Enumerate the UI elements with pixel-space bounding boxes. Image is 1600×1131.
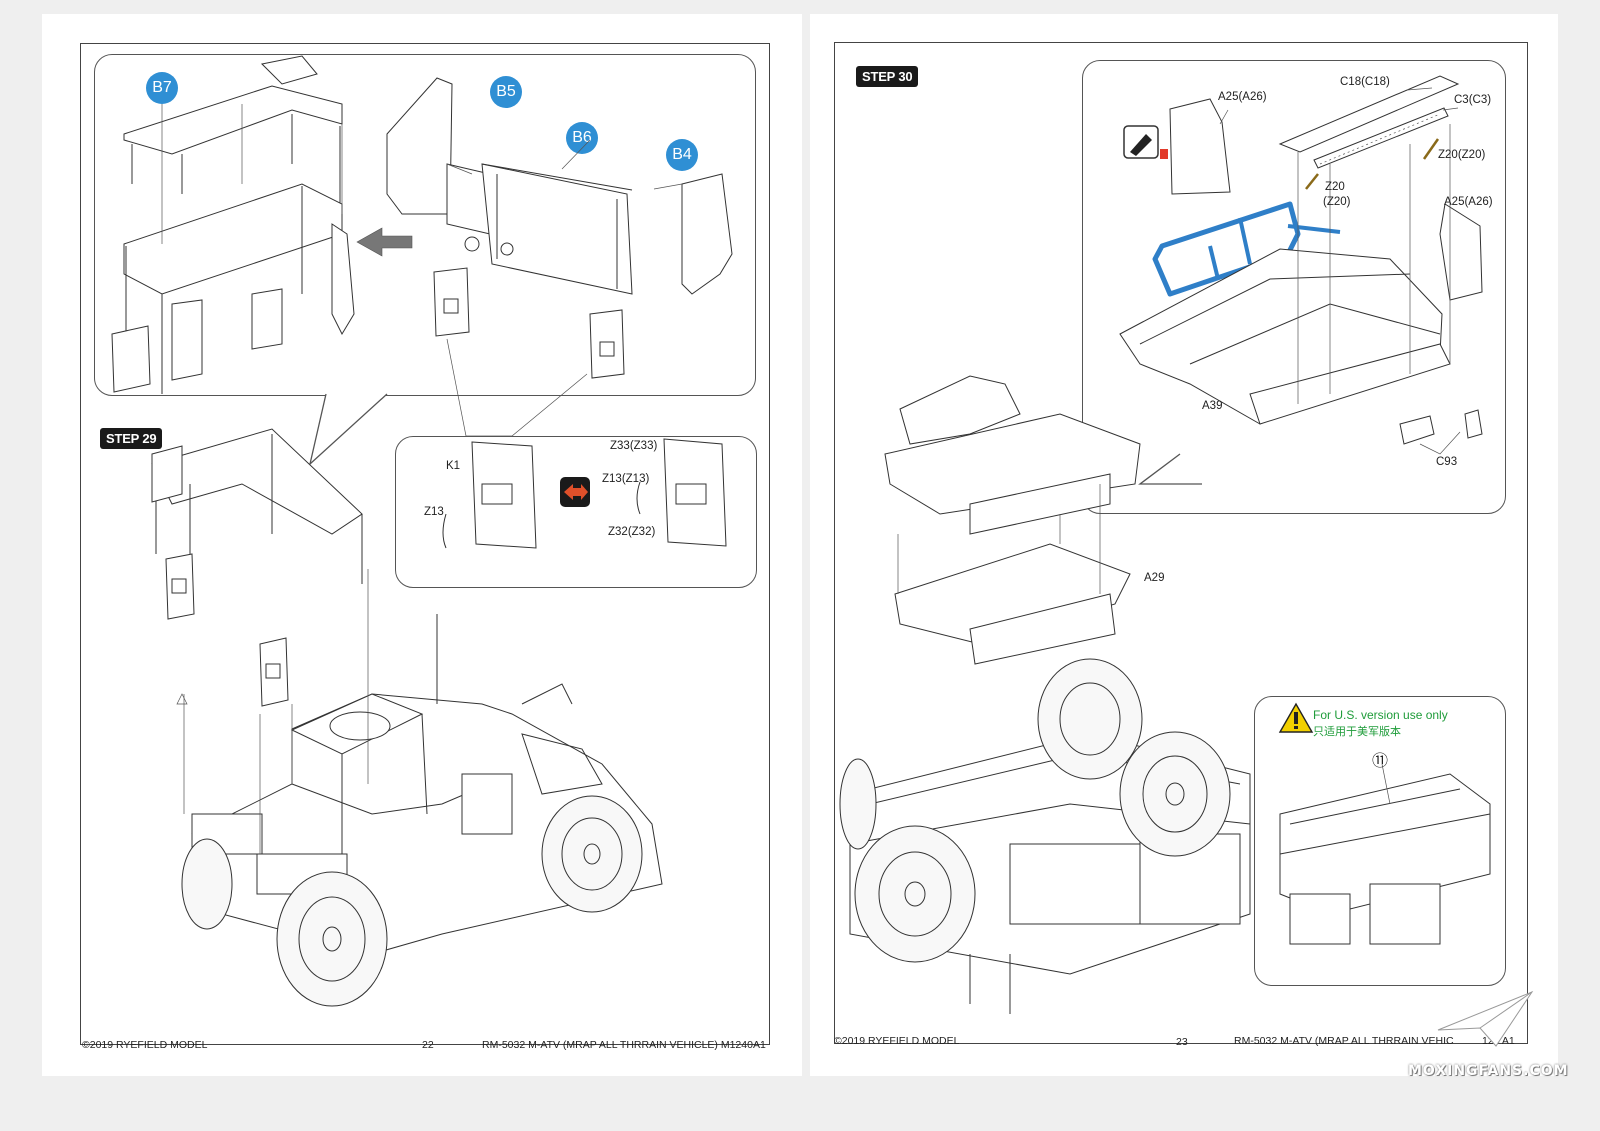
label-c3: C3(C3) [1454, 94, 1492, 106]
right-page: STEP 30 [810, 14, 1558, 1076]
footer-page-number-left: 22 [422, 1039, 434, 1051]
left-page-frame [80, 43, 770, 1045]
warning-text-en: For U.S. version use only [1313, 708, 1448, 722]
right-page-frame [834, 42, 1528, 1044]
label-a39: A39 [1202, 400, 1223, 412]
label-z33: Z33(Z33) [610, 440, 658, 452]
part-badge-b4: B4 [666, 139, 698, 171]
label-a29: A29 [1144, 572, 1165, 584]
step-29-label: STEP 29 [100, 428, 163, 449]
warning-text-cn: 只适用于美军版本 [1313, 726, 1401, 738]
label-k1: K1 [446, 460, 461, 472]
label-z20-right: Z20(Z20) [1438, 149, 1486, 161]
footer-page-number-right: 23 [1176, 1036, 1188, 1048]
label-z13-mirror: Z13(Z13) [602, 473, 650, 485]
label-z20-left-line1: Z20 [1325, 181, 1345, 193]
footer-title-left: RM-5032 M-ATV (MRAP ALL THRRAIN VEHICLE)… [482, 1039, 766, 1051]
step-30-label: STEP 30 [856, 66, 919, 87]
step30-illustration [839, 75, 1491, 1014]
label-a25-top: A25(A26) [1218, 91, 1267, 103]
label-z20-left-line2: (Z20) [1323, 196, 1351, 208]
footer-copyright-right: ©2019 RYEFIELD MODEL [834, 1035, 960, 1047]
label-a25-right: A25(A26) [1444, 196, 1493, 208]
reference-number-11: ⑪ [1372, 753, 1389, 770]
label-c18: C18(C18) [1340, 76, 1390, 88]
footer-title-right: RM-5032 M-ATV (MRAP ALL THRRAIN VEHIC [1234, 1035, 1454, 1047]
step29-illustration [111, 55, 733, 1007]
watermark-text: MOXINGFANS.COM [1408, 1063, 1569, 1079]
part-badge-b7: B7 [146, 72, 178, 104]
label-z32: Z32(Z32) [608, 526, 656, 538]
left-page: STEP 29 B7 B5 B6 B4 [42, 14, 802, 1076]
paper-plane-logo-icon [1437, 990, 1534, 1047]
label-z13: Z13 [424, 506, 444, 518]
part-badge-b5: B5 [490, 76, 522, 108]
label-c93: C93 [1436, 456, 1458, 468]
footer-copyright-left: ©2019 RYEFIELD MODEL [82, 1039, 208, 1051]
